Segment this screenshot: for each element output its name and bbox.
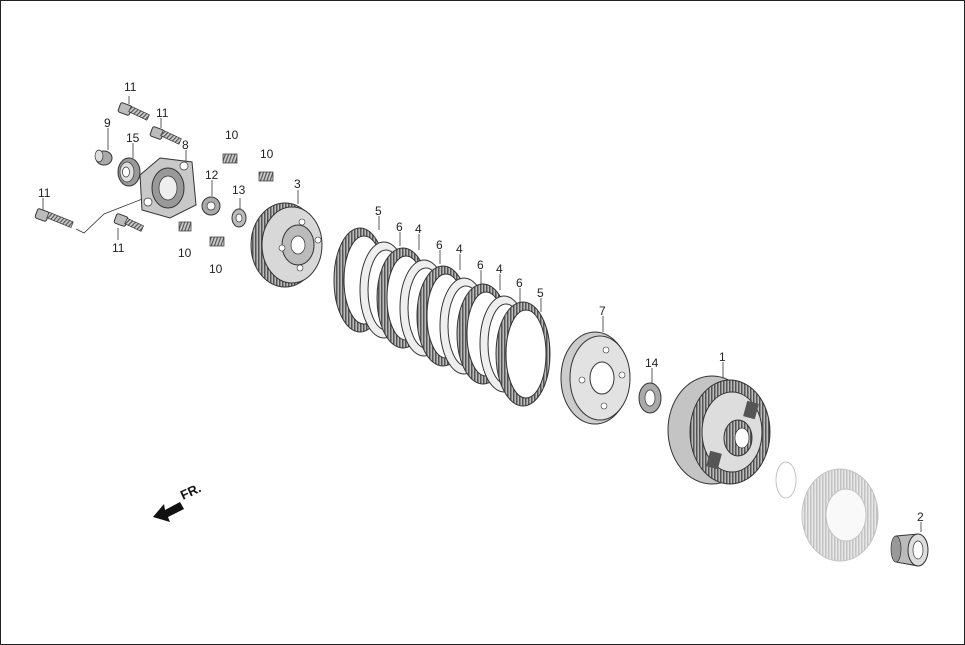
- callout-6: 6: [516, 276, 523, 290]
- front-direction-arrow: [153, 502, 184, 522]
- callout-14: 14: [645, 356, 659, 370]
- ghost-drive-gear: [775, 461, 879, 562]
- bolt-11-top: [117, 96, 150, 121]
- callout-13: 13: [232, 183, 246, 197]
- friction-disc-5-rear: [495, 298, 551, 407]
- callout-5: 5: [537, 286, 544, 300]
- pressure-plate-3: [250, 190, 323, 288]
- callout-8: 8: [182, 138, 189, 152]
- thrust-washer-14: [638, 368, 662, 414]
- callout-11: 11: [112, 241, 125, 255]
- callout-2: 2: [917, 510, 924, 524]
- clutch-outer-1: [667, 362, 771, 485]
- callout-4: 4: [415, 222, 422, 236]
- bolt-11-lower: [113, 213, 145, 240]
- callout-10: 10: [209, 262, 223, 276]
- callout-10: 10: [225, 128, 239, 142]
- callout-9: 9: [104, 116, 111, 130]
- spring-10-c: [178, 221, 192, 232]
- washer-13: [231, 198, 247, 228]
- callout-11: 11: [38, 186, 51, 200]
- callout-10: 10: [178, 246, 192, 260]
- bearing-15: [117, 143, 141, 187]
- bolt-11-upper: [149, 118, 182, 145]
- clutch-center-7: [560, 316, 631, 425]
- callout-4: 4: [456, 242, 463, 256]
- spring-10-b: [258, 171, 274, 182]
- callout-11: 11: [124, 80, 137, 94]
- callout-5: 5: [375, 204, 382, 218]
- lifter-plate-8: [139, 150, 197, 219]
- callout-12: 12: [205, 168, 219, 182]
- callout-1: 1: [719, 350, 726, 364]
- spring-10-a: [222, 153, 238, 164]
- bolt-11-left: [34, 195, 151, 234]
- callout-6: 6: [436, 238, 443, 252]
- front-direction-label: FR.: [178, 480, 203, 502]
- callout-10: 10: [260, 147, 274, 161]
- spring-10-d: [209, 236, 225, 247]
- callout-6: 6: [477, 258, 484, 272]
- nut-12: [201, 180, 221, 216]
- callout-3: 3: [294, 177, 301, 191]
- cap-9: [94, 128, 113, 166]
- callout-6: 6: [396, 220, 403, 234]
- callout-11: 11: [156, 106, 169, 120]
- collar-2: [890, 522, 929, 567]
- callout-15: 15: [126, 131, 140, 145]
- callout-4: 4: [496, 262, 503, 276]
- callout-7: 7: [599, 304, 606, 318]
